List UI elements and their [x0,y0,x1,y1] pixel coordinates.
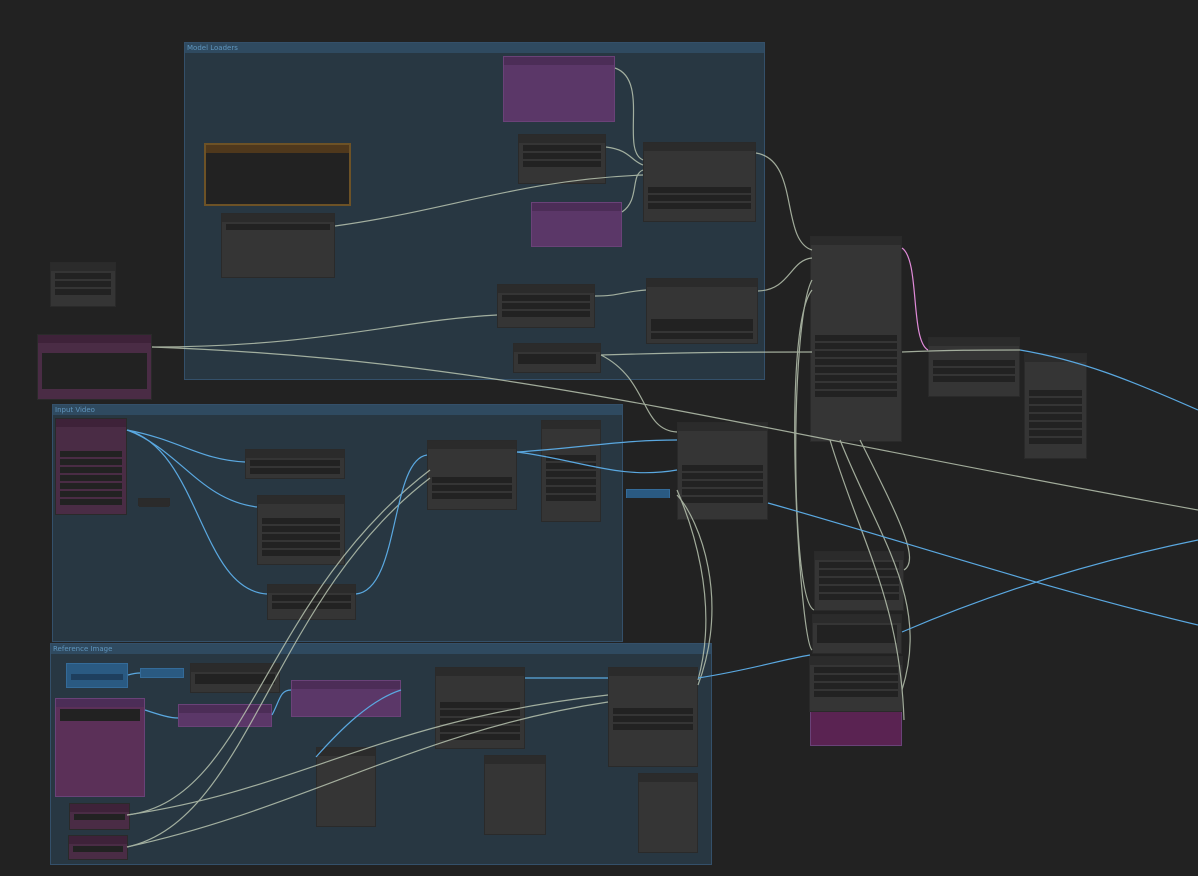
node-note[interactable] [204,143,351,206]
node[interactable] [608,667,698,767]
node[interactable] [643,142,756,222]
node[interactable] [513,343,601,373]
node[interactable] [50,262,116,307]
node[interactable] [638,773,698,853]
node[interactable] [1024,353,1087,459]
node[interactable] [190,663,280,693]
node[interactable] [812,614,902,654]
node[interactable] [138,498,170,506]
node[interactable] [646,278,758,344]
node[interactable] [928,337,1020,397]
node[interactable] [291,680,401,717]
node[interactable] [541,420,601,522]
node[interactable] [809,656,903,712]
node[interactable] [427,440,517,510]
node[interactable] [626,489,670,498]
node[interactable] [531,202,622,247]
group-title: Reference Image [51,644,711,654]
node[interactable] [55,698,145,797]
node[interactable] [37,334,152,400]
node[interactable] [245,449,345,479]
node[interactable] [178,704,272,727]
node[interactable] [497,284,595,328]
node-load-video[interactable] [55,418,127,515]
node[interactable] [68,835,128,860]
node-load-image[interactable] [66,663,128,688]
node[interactable] [69,803,130,830]
group-title: Model Loaders [185,43,764,53]
node[interactable] [257,495,345,565]
node[interactable] [316,747,376,827]
node[interactable] [503,56,615,122]
group-title: Input Video [53,405,622,415]
node-sampler[interactable] [810,236,902,442]
node[interactable] [484,755,546,835]
node[interactable] [677,422,768,520]
node[interactable] [267,584,356,620]
node[interactable] [435,667,525,749]
node[interactable] [140,668,184,678]
node[interactable] [518,134,606,184]
node[interactable] [814,551,904,611]
node[interactable] [221,213,335,278]
